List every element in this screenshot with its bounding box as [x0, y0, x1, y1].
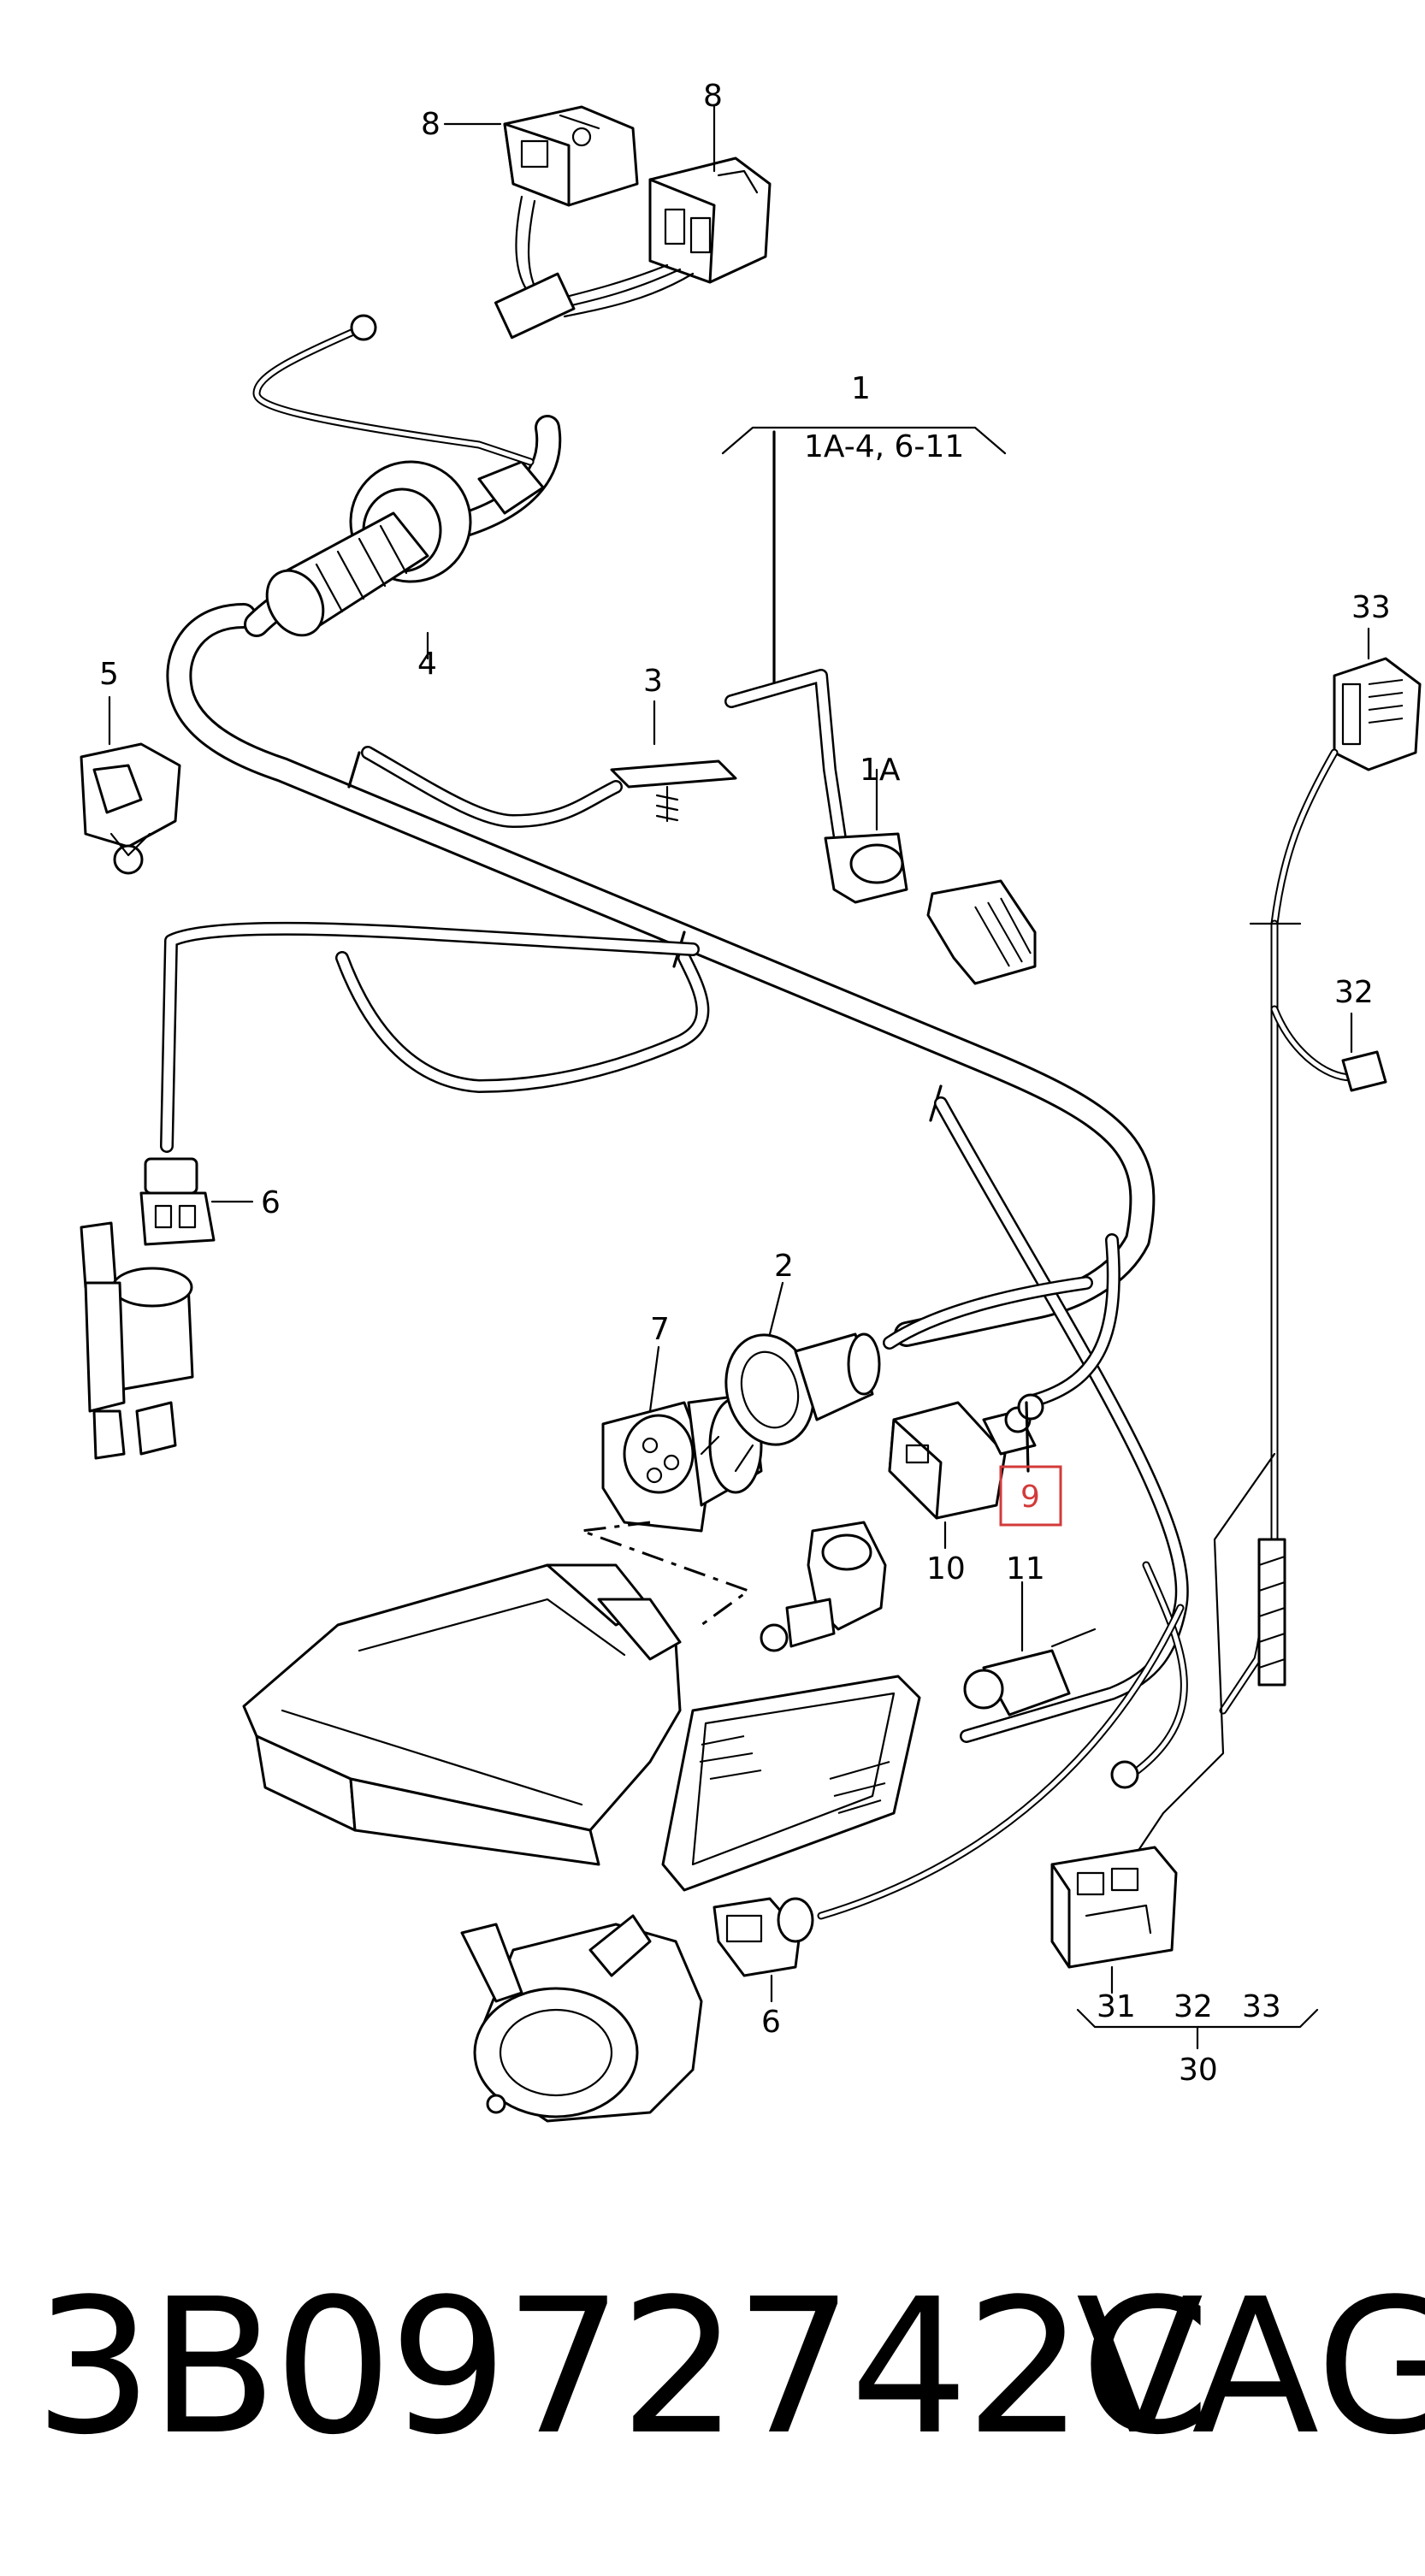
label-8-right: 8	[703, 79, 723, 114]
item-10-connector	[888, 1393, 1044, 1520]
label-6-bottom: 6	[761, 2005, 781, 2040]
label-31: 31	[1097, 1989, 1136, 2024]
item-2-grommet	[700, 1332, 881, 1473]
label-9: 9	[1020, 1480, 1040, 1515]
item-9-pin	[1025, 1401, 1030, 1473]
bulb-holder-11	[963, 1628, 1097, 1716]
headlamp	[242, 1563, 682, 1866]
wire-dash-7	[581, 1521, 752, 1627]
label-1-range: 1A-4, 6-11	[804, 429, 964, 464]
label-1: 1	[851, 371, 871, 406]
label-1a: 1A	[860, 753, 901, 788]
item-1-bracket	[721, 426, 1007, 686]
connector-8-right	[648, 157, 772, 284]
item-6-left-connector	[139, 1157, 216, 1246]
grommet-4	[265, 460, 545, 637]
connector-33	[1333, 657, 1422, 771]
part-labels: 8 8 1 1A-4, 6-11 4 5 3 1A 33 32 6 2 7 9 …	[99, 79, 1391, 2088]
item-5-bracket	[80, 742, 181, 875]
washer-pump	[80, 1221, 194, 1460]
label-7: 7	[650, 1312, 670, 1347]
item-30-bracket	[1076, 2008, 1319, 2050]
label-30: 30	[1179, 2053, 1218, 2088]
label-8-left: 8	[421, 107, 441, 142]
ring-terminal-right	[1110, 1760, 1139, 1789]
right-harness	[1127, 748, 1356, 1866]
label-33-group: 33	[1242, 1989, 1281, 2024]
label-5: 5	[99, 657, 119, 692]
connector-8-left	[503, 105, 639, 207]
fog-lamp	[460, 1914, 703, 2123]
label-32-group: 32	[1174, 1989, 1213, 2024]
part-number: 3B0972742C	[34, 2260, 1210, 2476]
label-11: 11	[1006, 1551, 1045, 1586]
highlight-box-9	[999, 1465, 1062, 1527]
label-33-top: 33	[1351, 590, 1391, 625]
item-1a-connector	[724, 669, 908, 904]
label-3: 3	[643, 664, 663, 699]
brand-name: VAG	[1076, 2260, 1425, 2476]
label-6-left: 6	[261, 1185, 281, 1220]
bulb-holder-10	[760, 1521, 887, 1652]
label-32-top: 32	[1334, 975, 1374, 1010]
item-6-bottom-connector	[712, 1897, 814, 1977]
label-2: 2	[774, 1249, 794, 1284]
label-4: 4	[417, 647, 437, 682]
parts-diagram: 8 8 1 1A-4, 6-11 4 5 3 1A 33 32 6 2 7 9 …	[80, 79, 1422, 2123]
indicator-lens	[661, 1675, 921, 1892]
item-1a-cap	[926, 879, 1037, 985]
label-10: 10	[926, 1551, 966, 1586]
connector-31	[1050, 1846, 1178, 1969]
connector-32	[1341, 1050, 1387, 1092]
item-3-clip	[610, 759, 737, 823]
ground-strap-top	[252, 314, 535, 466]
connector-8-wires	[494, 195, 695, 340]
leader-lines	[108, 105, 1370, 2003]
